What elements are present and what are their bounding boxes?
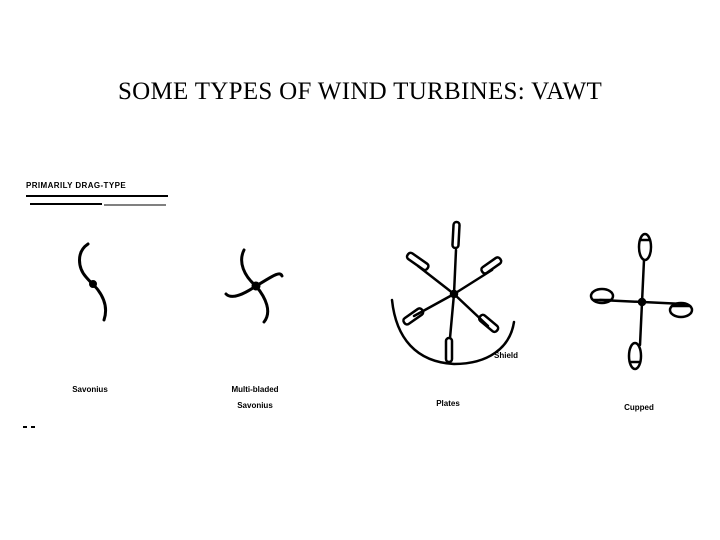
caption-plates: Plates [436,399,460,408]
savonius-rotor-icon [78,242,108,322]
cup-anemometer-icon [589,232,694,371]
caption-shield: Shield [494,351,519,360]
caption-cupped: Cupped [624,403,654,412]
category-underline [26,195,168,206]
multi-bladed-savonius-icon [224,248,284,324]
category-label: PRIMARILY DRAG-TYPE [26,181,127,190]
caption-multi-bladed-savonius: Multi-bladed Savonius [231,385,279,410]
caption-savonius: Savonius [72,385,108,394]
slide-title: SOME TYPES OF WIND TURBINES: VAWT [117,78,603,105]
plates-rotor-icon [390,220,516,366]
